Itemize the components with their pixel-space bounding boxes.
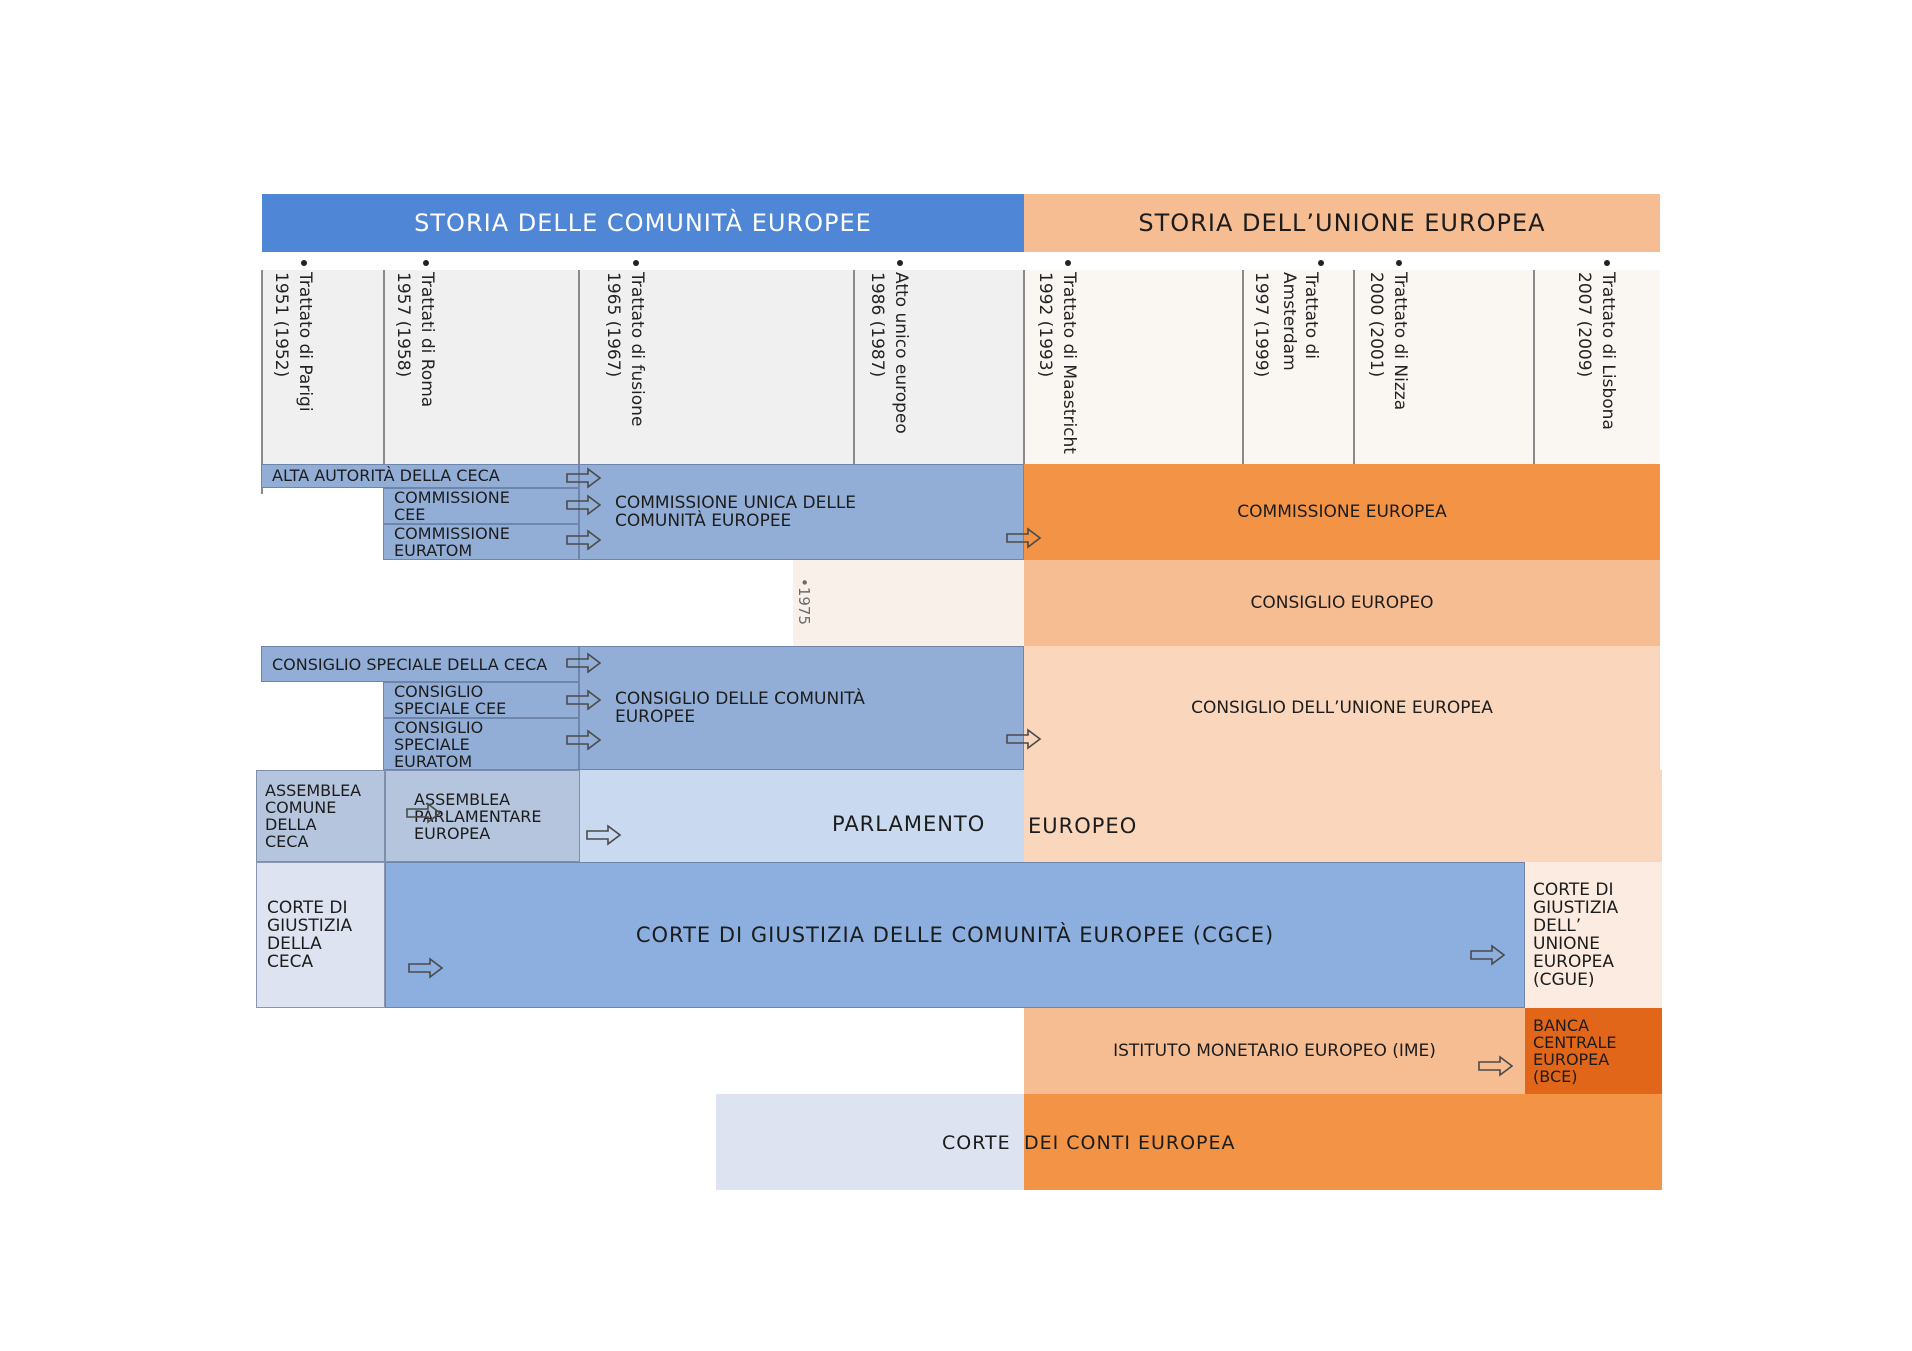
timeline-divider — [261, 270, 263, 494]
consiglio-speciale-euratom: CONSIGLIO SPECIALE EURATOM — [383, 718, 579, 770]
consiglio-speciale-cee: CONSIGLIO SPECIALE CEE — [383, 682, 579, 718]
cgce-label: CORTE DI GIUSTIZIA DELLE COMUNITÀ EUROPE… — [635, 923, 1275, 947]
arrow-right-icon — [408, 957, 444, 979]
commissione-europea-label: COMMISSIONE EUROPEA — [1237, 502, 1447, 522]
timeline-divider — [383, 270, 385, 464]
header-communities: STORIA DELLE COMUNITÀ EUROPEE — [262, 194, 1024, 252]
treaty-dot — [897, 260, 903, 266]
alta-autorita-ceca: ALTA AUTORITÀ DELLA CECA — [261, 464, 579, 488]
treaty-dot — [423, 260, 429, 266]
commissione-unica-label: COMMISSIONE UNICA DELLE COMUNITÀ EUROPEE — [615, 493, 857, 531]
arrow-right-icon — [586, 824, 622, 846]
cgue-label: CORTE DI GIUSTIZIA DELL’ UNIONE EUROPEA … — [1533, 880, 1619, 990]
corte-ceca-label: CORTE DI GIUSTIZIA DELLA CECA — [267, 898, 353, 972]
ime-label: ISTITUTO MONETARIO EUROPEO (IME) — [1113, 1041, 1436, 1061]
consiglio-speciale-euratom-label: CONSIGLIO SPECIALE EURATOM — [394, 717, 484, 771]
treaty-name: Trattato di Parigi — [295, 272, 315, 412]
treaty-years: 2000 (2001) — [1366, 272, 1386, 378]
alta-autorita-label: ALTA AUTORITÀ DELLA CECA — [272, 466, 500, 485]
header-union-label: STORIA DELL’UNIONE EUROPEA — [1138, 209, 1546, 237]
istituto-monetario: ISTITUTO MONETARIO EUROPEO (IME) — [1024, 1008, 1525, 1094]
timeline-divider — [1533, 270, 1535, 464]
timeline-divider — [1023, 270, 1025, 464]
arrow-right-icon — [566, 494, 602, 516]
corte-giustizia-cgce: CORTE DI GIUSTIZIA DELLE COMUNITÀ EUROPE… — [385, 862, 1525, 1008]
year-marker-1975: •1975 — [795, 578, 813, 626]
treaty-dot — [1318, 260, 1324, 266]
treaty-years: 1951 (1952) — [271, 272, 291, 378]
europeo-label: EUROPEO — [1028, 814, 1138, 838]
header-communities-label: STORIA DELLE COMUNITÀ EUROPEE — [414, 209, 872, 237]
arrow-right-icon — [1478, 1055, 1514, 1077]
commissione-cee: COMMISSIONE CEE — [383, 488, 579, 524]
treaty-dot — [633, 260, 639, 266]
consiglio-comunita: CONSIGLIO DELLE COMUNITÀ EUROPEE — [579, 646, 1024, 770]
treaty-dot — [1065, 260, 1071, 266]
treaty-years: 1997 (1999) — [1251, 272, 1271, 378]
consiglio-europeo-label: CONSIGLIO EUROPEO — [1250, 593, 1434, 613]
treaty-dot — [301, 260, 307, 266]
commissione-cee-label: COMMISSIONE CEE — [394, 488, 510, 524]
consiglio-europeo: CONSIGLIO EUROPEO — [1024, 560, 1660, 646]
timeline-area-union — [1024, 270, 1660, 464]
parlamento-communities-bar — [580, 770, 1024, 862]
dei-conti-label: DEI CONTI EUROPEA — [1024, 1132, 1236, 1154]
parlamento-union-bar — [1024, 770, 1662, 862]
treaty-name: Atto unico europeo — [891, 272, 911, 434]
treaty-name: Trattato di Maastricht — [1059, 272, 1079, 454]
arrow-right-icon — [1006, 728, 1042, 750]
timeline-area-communities — [262, 270, 1024, 464]
assemblea-comune-ceca: ASSEMBLEA COMUNE DELLA CECA — [256, 770, 385, 862]
timeline-divider — [1353, 270, 1355, 464]
timeline-divider — [578, 270, 580, 464]
corte-conti-union-bar — [1024, 1094, 1662, 1190]
parlamento-label: PARLAMENTO — [832, 812, 986, 836]
treaty-name: Trattato di Nizza — [1390, 272, 1410, 411]
assemblea-parl-label: ASSEMBLEA PARLAMENTARE EUROPEA — [414, 789, 542, 843]
arrow-right-icon — [1470, 944, 1506, 966]
assemblea-ceca-label: ASSEMBLEA COMUNE DELLA CECA — [265, 781, 362, 851]
corte-label: CORTE — [942, 1132, 1011, 1154]
treaty-dot — [1604, 260, 1610, 266]
timeline-divider — [853, 270, 855, 464]
bce-label: BANCA CENTRALE EUROPEA (BCE) — [1533, 1016, 1617, 1086]
consiglio-comunita-label: CONSIGLIO DELLE COMUNITÀ EUROPEE — [615, 689, 865, 727]
treaty-name: Trattato di fusione — [627, 272, 647, 427]
banca-centrale: BANCA CENTRALE EUROPEA (BCE) — [1525, 1008, 1662, 1094]
consiglio-speciale-ceca: CONSIGLIO SPECIALE DELLA CECA — [261, 646, 579, 682]
arrow-right-icon — [566, 729, 602, 751]
treaty-name: Trattato di Amsterdam — [1279, 272, 1321, 371]
arrow-right-icon — [406, 802, 442, 824]
header-union: STORIA DELL’UNIONE EUROPEA — [1024, 194, 1660, 252]
arrow-right-icon — [566, 529, 602, 551]
consiglio-speciale-ceca-label: CONSIGLIO SPECIALE DELLA CECA — [272, 654, 548, 674]
consiglio-unione-label: CONSIGLIO DELL’UNIONE EUROPEA — [1191, 698, 1493, 718]
consiglio-speciale-cee-label: CONSIGLIO SPECIALE CEE — [394, 682, 507, 718]
arrow-right-icon — [566, 689, 602, 711]
consiglio-unione: CONSIGLIO DELL’UNIONE EUROPEA — [1024, 646, 1660, 770]
treaty-years: 1957 (1958) — [393, 272, 413, 378]
timeline-divider — [1242, 270, 1244, 464]
arrow-right-icon — [566, 467, 602, 489]
corte-conti-communities-bar — [716, 1094, 1024, 1190]
treaty-years: 2007 (2009) — [1574, 272, 1594, 378]
commissione-euratom-label: COMMISSIONE EURATOM — [394, 524, 510, 560]
assemblea-parlamentare: ASSEMBLEA PARLAMENTARE EUROPEA — [385, 770, 580, 862]
treaty-years: 1965 (1967) — [603, 272, 623, 378]
treaty-years: 1992 (1993) — [1035, 272, 1055, 378]
corte-giustizia-cgue: CORTE DI GIUSTIZIA DELL’ UNIONE EUROPEA … — [1525, 862, 1662, 1008]
corte-giustizia-ceca: CORTE DI GIUSTIZIA DELLA CECA — [256, 862, 385, 1008]
treaty-years: 1986 (1987) — [867, 272, 887, 378]
treaty-dot — [1396, 260, 1402, 266]
treaty-name: Trattato di Lisbona — [1598, 272, 1618, 430]
commissione-europea: COMMISSIONE EUROPEA — [1024, 464, 1660, 560]
arrow-right-icon — [566, 652, 602, 674]
consiglio-europeo-lead — [793, 560, 1024, 646]
arrow-right-icon — [1006, 527, 1042, 549]
commissione-euratom: COMMISSIONE EURATOM — [383, 524, 579, 560]
commissione-unica: COMMISSIONE UNICA DELLE COMUNITÀ EUROPEE — [579, 464, 1024, 560]
treaty-name: Trattati di Roma — [417, 272, 437, 408]
